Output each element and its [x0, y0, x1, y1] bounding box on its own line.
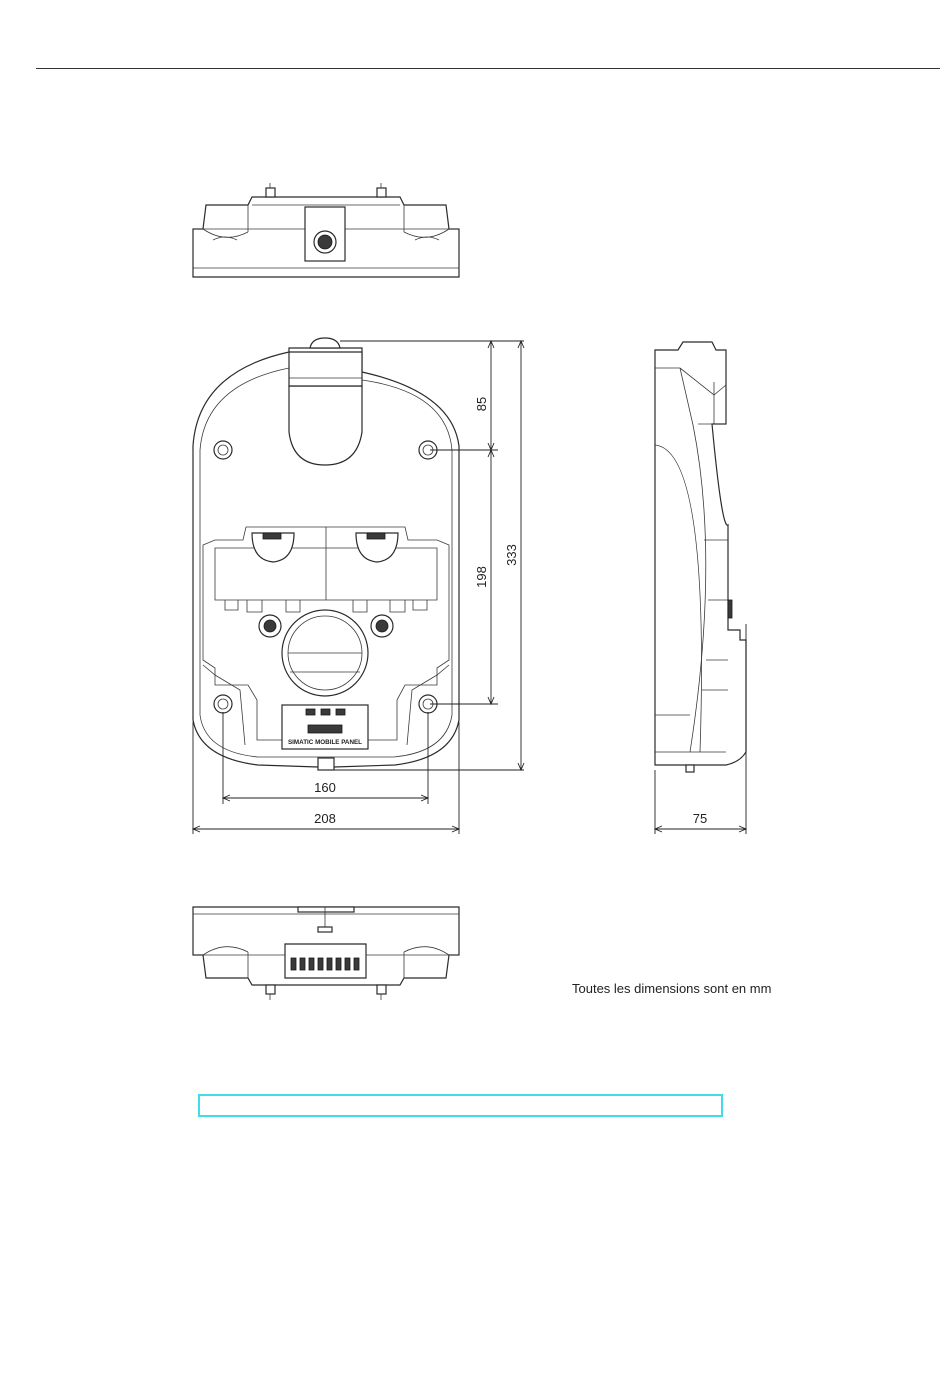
- nameplate-text: SIMATIC MOBILE PANEL: [288, 740, 362, 746]
- dimension-198: 198: [474, 566, 489, 588]
- dimension-75: 75: [693, 811, 707, 826]
- dimension-160: 160: [314, 780, 336, 795]
- dimension-333: 333: [504, 544, 519, 566]
- front-view: SIMATIC MOBILE PANEL: [193, 338, 459, 770]
- side-view: [655, 342, 746, 772]
- top-view: [193, 183, 459, 277]
- dimension-208: 208: [314, 811, 336, 826]
- units-note: Toutes les dimensions sont en mm: [572, 981, 771, 996]
- dimension-85: 85: [474, 397, 489, 411]
- highlight-box: [198, 1094, 723, 1117]
- bottom-view: [193, 907, 459, 1000]
